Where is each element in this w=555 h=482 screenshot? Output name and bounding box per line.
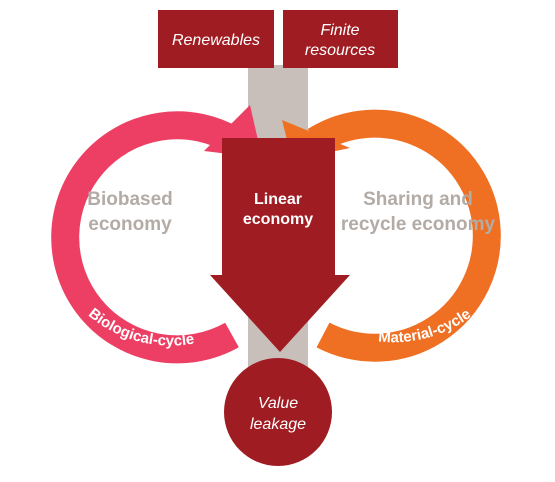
sharing-recycle-economy-label-line1: Sharing and (363, 189, 473, 210)
linear-economy-label-line2: economy (243, 211, 313, 228)
biobased-economy-label-line2: economy (88, 214, 172, 235)
value-leakage-label-line1: Value (258, 395, 298, 412)
linear-economy-arrow (210, 138, 350, 352)
biological-cycle-label: Biological-cycle (85, 305, 195, 350)
renewables-box (158, 10, 274, 68)
material-cycle-label: Material-cycle (378, 305, 474, 346)
material-cycle-loop (307, 109, 501, 362)
linear-economy-label-line1: Linear (254, 191, 302, 208)
renewables-label: Renewables (172, 32, 260, 49)
finite-resources-label-line1: Finite (320, 22, 359, 39)
finite-resources-label-line2: resources (305, 42, 375, 59)
finite-resources-box (283, 10, 398, 68)
biobased-economy-label-line1: Biobased (87, 189, 173, 210)
biological-cycle-loop (51, 111, 244, 364)
value-leakage-circle (224, 358, 332, 466)
value-leakage-label-line2: leakage (250, 416, 306, 433)
sharing-recycle-economy-label-line2: recycle economy (341, 214, 496, 235)
